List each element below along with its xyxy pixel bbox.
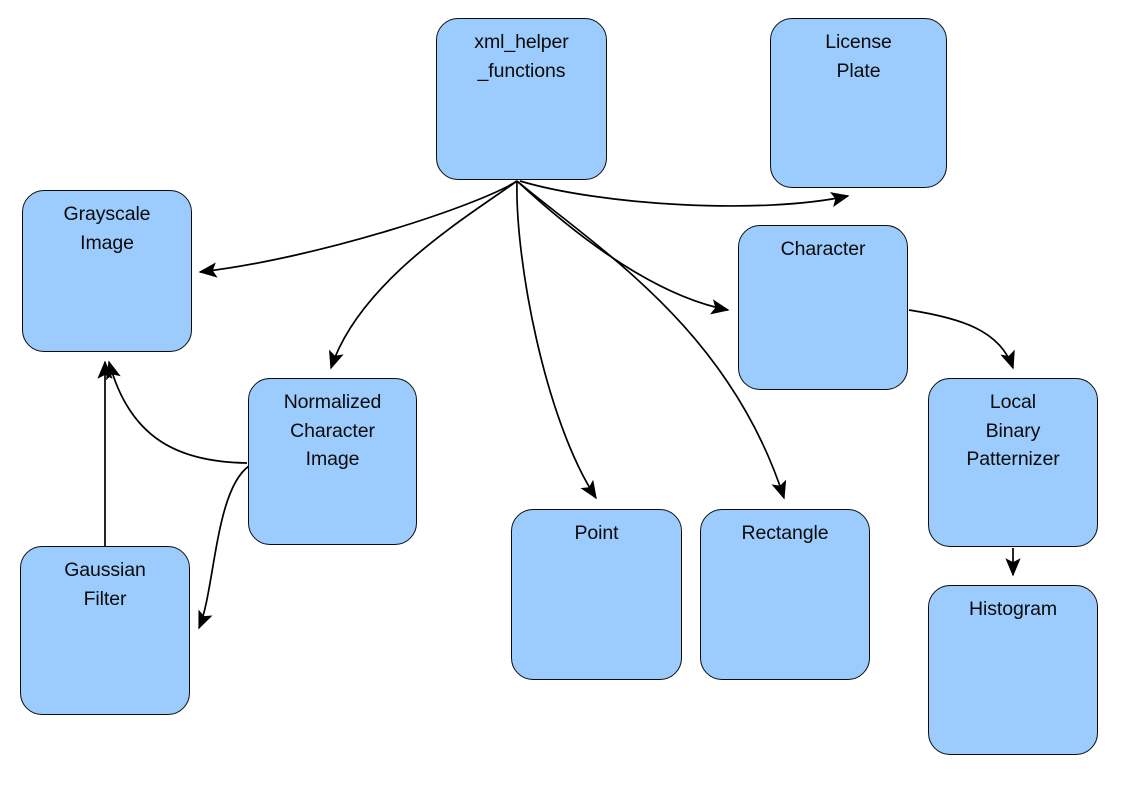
edge-character-to-local_binary_patternizer xyxy=(908,309,1015,370)
node-grayscale-image[interactable]: Grayscale Image xyxy=(22,190,192,352)
node-label: Point xyxy=(574,522,619,544)
node-local-binary-patternizer[interactable]: Local Binary Patternizer xyxy=(928,378,1098,547)
node-point[interactable]: Point xyxy=(511,509,682,680)
node-label: License Plate xyxy=(825,31,892,82)
edge-xml_helper_functions-to-character xyxy=(516,180,730,315)
edge-xml_helper_functions-to-normalized_character_image xyxy=(329,180,518,370)
node-normalized-character-image[interactable]: Normalized Character Image xyxy=(248,378,417,545)
node-label: Grayscale Image xyxy=(63,203,151,254)
edge-normalized_character_image-to-gaussian_filter xyxy=(198,465,250,630)
node-gaussian-filter[interactable]: Gaussian Filter xyxy=(20,546,190,715)
node-label: Character xyxy=(780,238,866,260)
node-label: Local Binary Patternizer xyxy=(966,391,1060,470)
node-license-plate[interactable]: License Plate xyxy=(770,18,947,188)
node-label: Normalized Character Image xyxy=(283,391,382,470)
node-label: Histogram xyxy=(969,598,1057,620)
node-xml-helper-functions[interactable]: xml_helper _functions xyxy=(436,18,607,180)
edge-xml_helper_functions-to-grayscale_image xyxy=(198,180,518,278)
edge-normalized_character_image-to-grayscale_image xyxy=(105,360,248,464)
node-histogram[interactable]: Histogram xyxy=(928,585,1098,755)
edge-xml_helper_functions-to-point xyxy=(516,180,597,500)
node-label: Gaussian Filter xyxy=(64,559,146,610)
node-label: Rectangle xyxy=(741,522,829,544)
node-character[interactable]: Character xyxy=(738,225,908,390)
node-label: xml_helper _functions xyxy=(474,31,569,82)
node-rectangle[interactable]: Rectangle xyxy=(700,509,870,680)
